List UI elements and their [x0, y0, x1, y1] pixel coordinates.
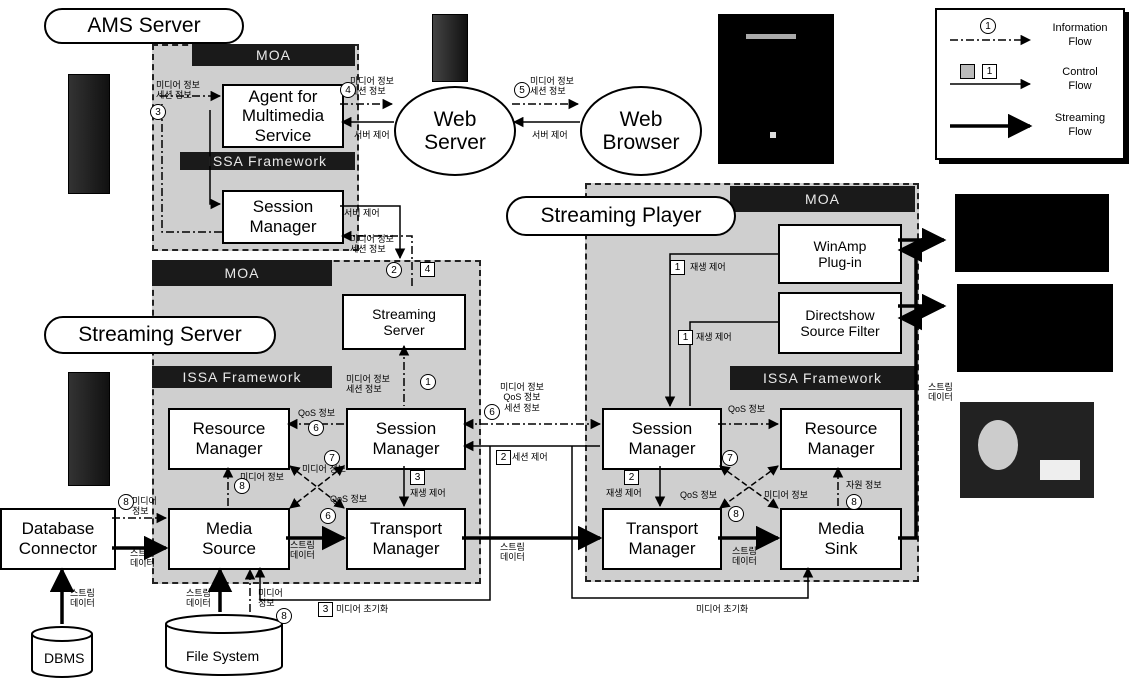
- marker-6-ss-a: 6: [308, 420, 324, 436]
- ss-media-session-info-label: 미디어 정보 세션 정보: [346, 374, 390, 395]
- ss-media-info-left-label: 미디어 정보: [240, 472, 284, 482]
- sp-playback-control-label-top: 재생 제어: [690, 262, 726, 272]
- marker-2-ss: 2: [386, 262, 402, 278]
- agent-to-web-info-label: 미디어 정보 세션 정보: [350, 76, 394, 97]
- sp-init-control-label: 재생 제어: [696, 332, 732, 342]
- marker-4-ss: 4: [420, 262, 435, 277]
- ss-media-info-mid-label: 미디어 정보: [302, 464, 346, 474]
- ams-session-control-label: 서버 제어: [344, 208, 380, 218]
- sp-stream-data-label: 스트림 데이터: [732, 546, 757, 567]
- streaming-server-box: Streaming Server: [342, 294, 466, 350]
- cross-session-control-label: 세션 제어: [512, 452, 548, 462]
- cross-stream-data-label: 스트림 데이터: [500, 542, 525, 563]
- player-output-stream-data-label: 스트림 데이터: [928, 382, 953, 403]
- dbconn-media-info-label: 미디어 정보: [132, 496, 157, 517]
- ams-server-title: AMS Server: [44, 8, 244, 44]
- ss-session-manager-box: Session Manager: [346, 408, 466, 470]
- marker-1-winamp: 1: [670, 260, 685, 275]
- ss-stream-data-label: 스트림 데이터: [290, 540, 315, 561]
- sp-issa-bar: ISSA Framework: [730, 366, 915, 390]
- marker-1-ss: 1: [420, 374, 436, 390]
- fs-media-info-label: 미디어 정보: [258, 588, 283, 609]
- legend-info-number: 1: [980, 18, 996, 34]
- sp-qos-mid-label: QoS 정보: [680, 490, 718, 500]
- ss-issa-bar: ISSA Framework: [152, 366, 332, 388]
- streaming-server-title: Streaming Server: [44, 316, 276, 354]
- marker-1-directshow: 1: [678, 330, 693, 345]
- sp-moa-bar: MOA: [730, 186, 915, 212]
- ams-media-session-info-label: 미디어 정보 세션 정보: [156, 80, 200, 101]
- ams-session-info-label: 미디어 정보 세션 정보: [350, 234, 394, 255]
- dbconn-stream-data-label: 스트림 데이터: [130, 548, 155, 569]
- ss-media-init-label: 미디어 초기화: [336, 604, 389, 614]
- legend-information-flow-label: Information Flow: [1052, 22, 1108, 48]
- ss-qos-info-mid-label: QoS 정보: [330, 494, 368, 504]
- web-server-node: Web Server: [394, 86, 516, 176]
- legend-streaming-flow-label: Streaming Flow: [1054, 112, 1106, 138]
- directshow-screenshot-image: [957, 284, 1113, 372]
- marker-3-ams: 3: [150, 104, 166, 120]
- sp-playback-control-label: 재생 제어: [606, 488, 642, 498]
- marker-2-sp: 2: [624, 470, 639, 485]
- dbms-label: DBMS: [44, 650, 85, 666]
- web-server-control-label: 서버 제어: [354, 130, 390, 140]
- marker-7-ss: 7: [324, 450, 340, 466]
- agent-multimedia-service-box: Agent for Multimedia Service: [222, 84, 344, 148]
- file-system-cylinder: [165, 614, 283, 676]
- sp-media-info-mid-label: 미디어 정보: [764, 490, 808, 500]
- browser-screenshot-image: [718, 14, 834, 164]
- marker-8-sp-a: 8: [728, 506, 744, 522]
- file-system-label: File System: [186, 648, 260, 664]
- ss-moa-bar: MOA: [152, 260, 332, 286]
- ams-session-manager-box: Session Manager: [222, 190, 344, 244]
- ss-qos-info-label: QoS 정보: [298, 408, 336, 418]
- legend-control-flow-label: Control Flow: [1062, 66, 1098, 92]
- web-server-tower-image: [432, 14, 468, 82]
- marker-6-ss-b: 6: [320, 508, 336, 524]
- sp-resource-manager-box: Resource Manager: [780, 408, 902, 470]
- dbms-stream-data-label: 스트림 데이터: [70, 588, 95, 609]
- marker-6-cross: 6: [484, 404, 500, 420]
- sp-resource-info-label: 자원 정보: [846, 480, 882, 490]
- marker-8-dbconn: 8: [118, 494, 134, 510]
- legend-control-number-a: [960, 64, 975, 79]
- marker-8-ss: 8: [234, 478, 250, 494]
- ams-server-tower-image: [68, 74, 110, 194]
- winamp-plugin-box: WinAmp Plug-in: [778, 224, 902, 284]
- web-browser-node: Web Browser: [580, 86, 702, 176]
- dbms-cylinder: [31, 626, 93, 678]
- legend-control-number-b: 1: [982, 64, 997, 79]
- marker-4-agent: 4: [340, 82, 356, 98]
- ams-issa-bar: ISSA Framework: [180, 152, 355, 170]
- marker-3-ss: 3: [410, 470, 425, 485]
- browser-info-label: 미디어 정보 세션 정보: [530, 76, 574, 97]
- marker-8-sp-b: 8: [846, 494, 862, 510]
- marker-3-init: 3: [318, 602, 333, 617]
- winamp-screenshot-image: [955, 194, 1109, 272]
- marker-5-browser: 5: [514, 82, 530, 98]
- marker-8-fs: 8: [276, 608, 292, 624]
- marker-7-sp: 7: [722, 450, 738, 466]
- cross-media-qos-session-label: 미디어 정보 QoS 정보 세션 정보: [500, 382, 544, 413]
- ams-moa-bar: MOA: [192, 44, 355, 66]
- streaming-server-tower-image: [68, 372, 110, 486]
- video-frame-image: [960, 402, 1094, 498]
- sp-qos-info-label: QoS 정보: [728, 404, 766, 414]
- sp-session-manager-box: Session Manager: [602, 408, 722, 470]
- sp-media-init-label: 미디어 초기화: [696, 604, 749, 614]
- marker-2-cross: 2: [496, 450, 511, 465]
- ss-playback-control-label: 재생 제어: [410, 488, 446, 498]
- database-connector-box: Database Connector: [0, 508, 116, 570]
- fs-stream-data-label: 스트림 데이터: [186, 588, 211, 609]
- browser-server-control-label: 서버 제어: [532, 130, 568, 140]
- streaming-player-title: Streaming Player: [506, 196, 736, 236]
